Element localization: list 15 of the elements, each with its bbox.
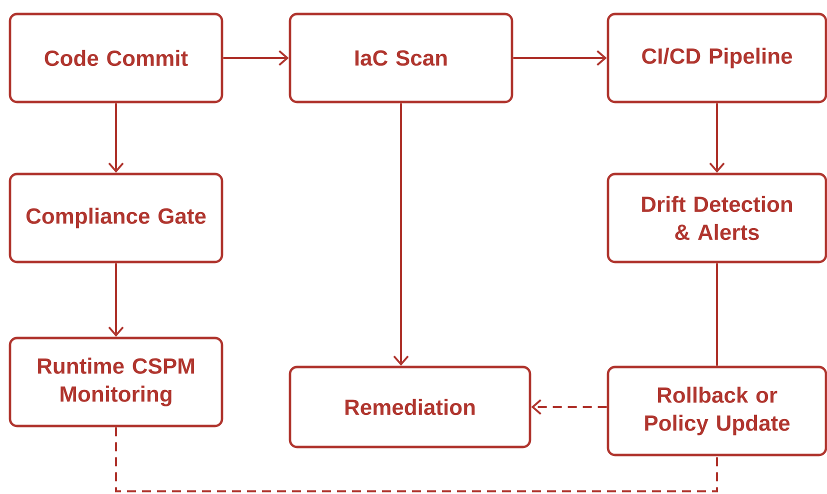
arrow [393, 103, 409, 366]
process-box: Code Commit [8, 12, 224, 104]
process-box: Remediation [288, 366, 532, 448]
arrow [513, 50, 607, 66]
process-box: Drift Detection & Alerts [606, 172, 827, 264]
arrow [108, 263, 124, 337]
arrow [709, 103, 725, 173]
arrow [223, 50, 289, 66]
arrow [108, 103, 124, 173]
process-box: Compliance Gate [8, 172, 224, 264]
process-box: Runtime CSPM Monitoring [8, 336, 224, 428]
process-box: IaC Scan [288, 12, 514, 104]
process-box: Rollback or Policy Update [606, 366, 827, 456]
process-box: CI/CD Pipeline [606, 12, 827, 104]
arrow [531, 399, 607, 415]
